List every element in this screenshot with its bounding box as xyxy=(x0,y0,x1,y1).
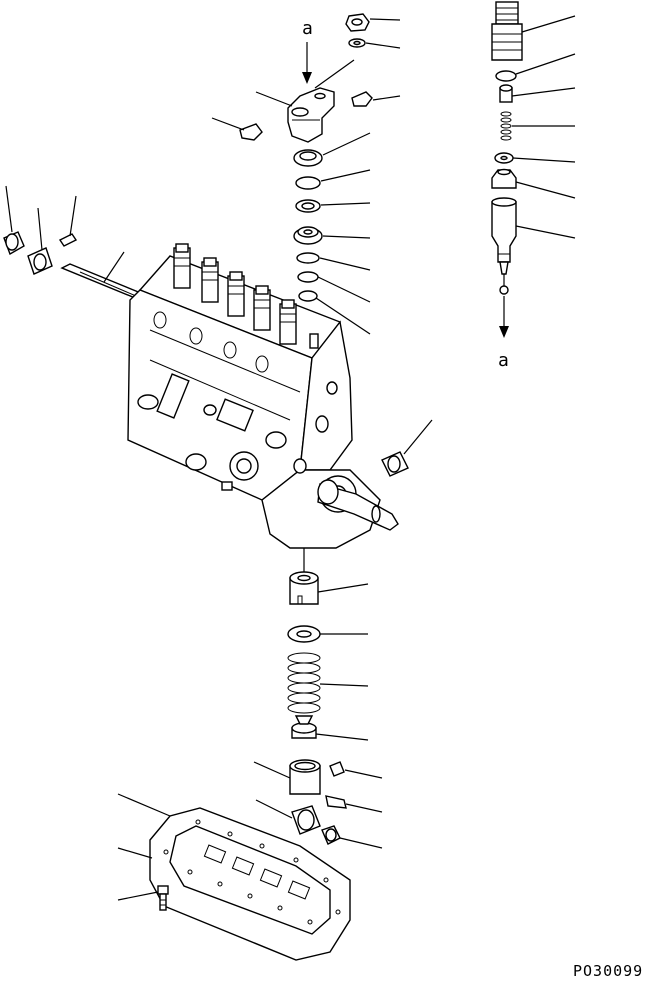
part-pin-left xyxy=(58,233,78,247)
part-o-ring-1 xyxy=(295,176,321,190)
leader-line xyxy=(511,87,576,97)
part-nozzle-body xyxy=(491,197,517,295)
leader-line xyxy=(117,793,171,817)
part-nozzle-o-ring xyxy=(495,70,517,82)
part-spring-seat xyxy=(494,152,514,164)
leader-line xyxy=(320,202,371,206)
leader-line xyxy=(339,837,383,849)
part-delivery-valve-holder-flange xyxy=(287,87,335,143)
leader-line xyxy=(372,95,401,101)
part-delivery-valve-holders xyxy=(173,243,297,345)
part-plunger-spring xyxy=(287,652,321,714)
leader-line xyxy=(521,15,576,33)
leader-line xyxy=(69,195,77,237)
part-adjust-bolt xyxy=(329,761,345,777)
part-adjust-screw xyxy=(499,84,513,103)
leader-line xyxy=(315,733,369,741)
leader-line xyxy=(512,157,576,163)
part-tappet xyxy=(289,759,321,795)
leader-line xyxy=(117,891,159,901)
part-spring-small xyxy=(500,111,512,141)
leader-line xyxy=(117,847,153,859)
leader-line xyxy=(515,53,576,75)
figure-code: PO30099 xyxy=(573,962,643,980)
leader-line xyxy=(317,583,369,593)
leader-line xyxy=(345,803,383,813)
leader-line xyxy=(253,761,291,779)
part-cover-bolt xyxy=(157,885,169,911)
arrow-down-bottom xyxy=(499,296,509,338)
arrow-down-top xyxy=(302,42,312,84)
part-bushing-left-2 xyxy=(27,247,53,275)
part-lock-plate-left xyxy=(239,123,263,141)
leader-line xyxy=(314,59,355,89)
part-o-ring-3 xyxy=(296,252,320,264)
part-bottom-cover xyxy=(149,807,351,961)
ref-marker-a-top: a xyxy=(302,18,313,39)
leader-line xyxy=(403,419,433,455)
leader-line xyxy=(37,207,43,251)
part-roller-bushing xyxy=(321,825,341,845)
part-roller xyxy=(291,805,321,835)
part-o-ring-2 xyxy=(295,199,321,213)
leader-line xyxy=(320,169,371,182)
part-upper-spring-seat xyxy=(287,625,321,643)
leader-line xyxy=(344,769,383,779)
ref-marker-a-bottom: a xyxy=(498,350,509,371)
part-control-sleeve xyxy=(289,571,319,605)
leader-line xyxy=(317,276,371,303)
part-distance-piece xyxy=(491,168,517,189)
leader-line xyxy=(103,251,125,283)
leader-line xyxy=(211,117,245,131)
part-stud-top xyxy=(309,333,319,349)
part-valve-seat xyxy=(293,226,323,245)
part-nozzle-holder-top xyxy=(491,1,523,61)
part-lower-spring-seat xyxy=(291,715,317,739)
leader-line xyxy=(315,297,371,335)
part-lock-plate-right xyxy=(351,91,373,107)
leader-line xyxy=(515,181,576,199)
part-nut-top xyxy=(345,13,370,32)
part-bushing-right xyxy=(381,451,409,477)
part-tappet-pin xyxy=(325,795,347,809)
leader-line xyxy=(255,91,293,107)
part-camshaft xyxy=(317,479,399,531)
part-gasket-1 xyxy=(293,149,323,167)
leader-line xyxy=(369,18,401,21)
leader-line xyxy=(319,683,369,687)
leader-line xyxy=(322,132,371,156)
leader-line xyxy=(365,42,401,49)
part-bushing-left-1 xyxy=(3,231,25,256)
leader-line xyxy=(515,225,576,239)
leader-line xyxy=(255,799,293,819)
leader-line xyxy=(322,235,371,239)
leader-line xyxy=(319,257,371,271)
part-o-ring-4 xyxy=(297,271,319,283)
part-washer-top xyxy=(348,38,366,48)
part-o-ring-5 xyxy=(298,290,318,302)
leader-line xyxy=(5,185,13,233)
